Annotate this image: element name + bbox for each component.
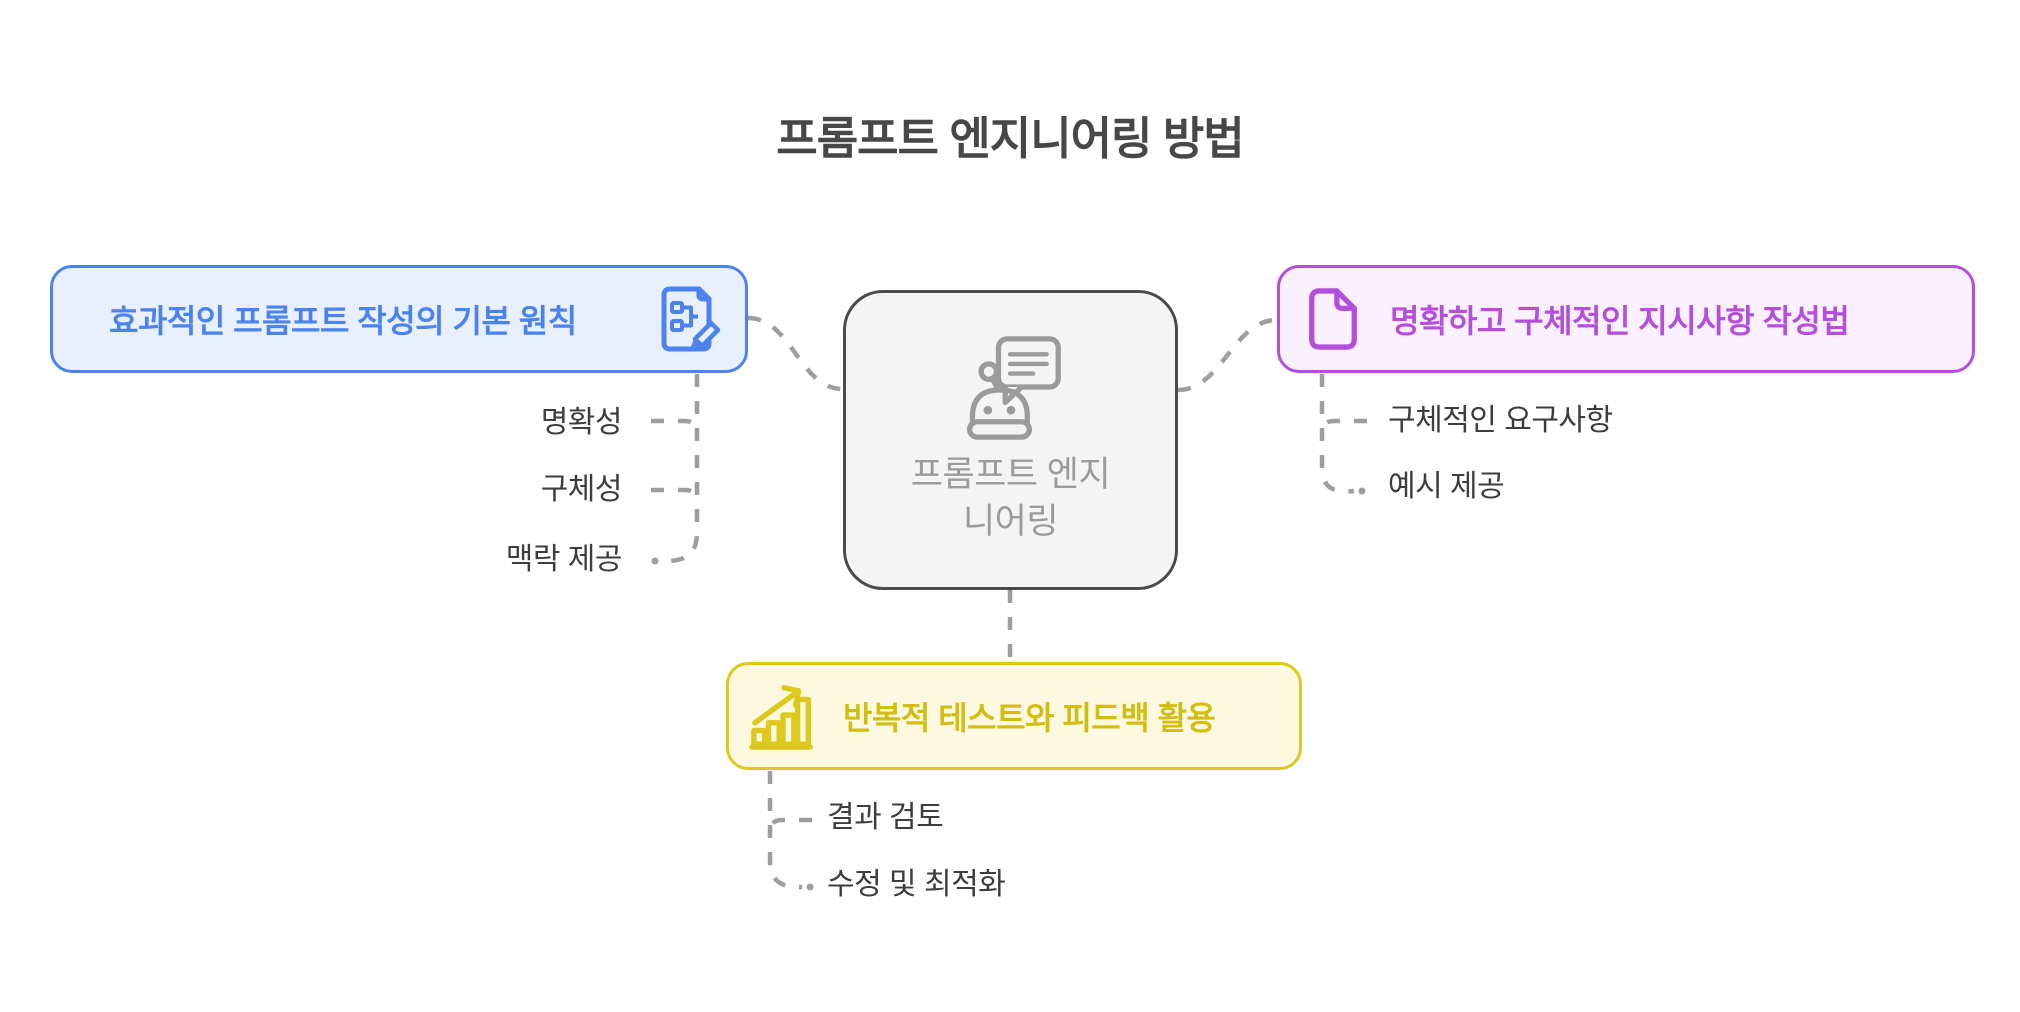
child-label-clarity: 명확성 [540, 406, 623, 439]
robot-chat-icon [966, 336, 1061, 440]
document-edit-icon [661, 286, 721, 352]
child-label-modify-optimize: 수정 및 최적화 [827, 868, 1006, 901]
center-label-line-1: 프롬프트 엔지 [910, 455, 1111, 494]
node-basic-principles[interactable]: 효과적인 프롬프트 작성의 기본 원칙 [50, 265, 748, 373]
center-node-label: 프롬프트 엔지 니어링 [910, 451, 1111, 545]
center-node[interactable]: 프롬프트 엔지 니어링 [843, 290, 1178, 590]
child-label-review-results: 결과 검토 [827, 801, 944, 834]
node-clear-instructions-label: 명확하고 구체적인 지시사항 작성법 [1390, 303, 1850, 339]
child-label-context: 맥락 제공 [505, 543, 623, 576]
connector-end-dot [651, 557, 659, 565]
connector-right-child-1 [1319, 418, 1367, 434]
connector-left-child-2 [651, 487, 700, 503]
node-iterative-testing-label: 반복적 테스트와 피드백 활용 [843, 700, 1216, 736]
document-icon [1309, 288, 1357, 350]
child-label-provide-examples: 예시 제공 [1388, 470, 1505, 503]
connector-end-dot [806, 883, 814, 891]
diagram-title: 프롬프트 엔지니어링 방법 [776, 113, 1244, 164]
connector-bottom-children-trunk [767, 771, 803, 890]
node-basic-principles-label: 효과적인 프롬프트 작성의 기본 원칙 [109, 303, 577, 339]
node-iterative-testing[interactable]: 반복적 테스트와 피드백 활용 [726, 662, 1302, 770]
connector-left-children-trunk [665, 374, 700, 564]
child-label-specificity: 구체성 [540, 473, 623, 506]
connector-bottom-child-1 [767, 817, 812, 833]
connector-left-to-center [747, 315, 844, 392]
connector-center-to-right [1177, 317, 1278, 393]
connector-right-children-trunk [1319, 374, 1355, 494]
connector-end-dot [1358, 487, 1366, 495]
bar-chart-growth-icon [749, 685, 813, 750]
center-label-line-2: 니어링 [962, 502, 1059, 541]
node-clear-instructions[interactable]: 명확하고 구체적인 지시사항 작성법 [1277, 265, 1975, 373]
child-label-specific-requirements: 구체적인 요구사항 [1388, 404, 1613, 437]
connector-left-child-1 [651, 418, 700, 434]
